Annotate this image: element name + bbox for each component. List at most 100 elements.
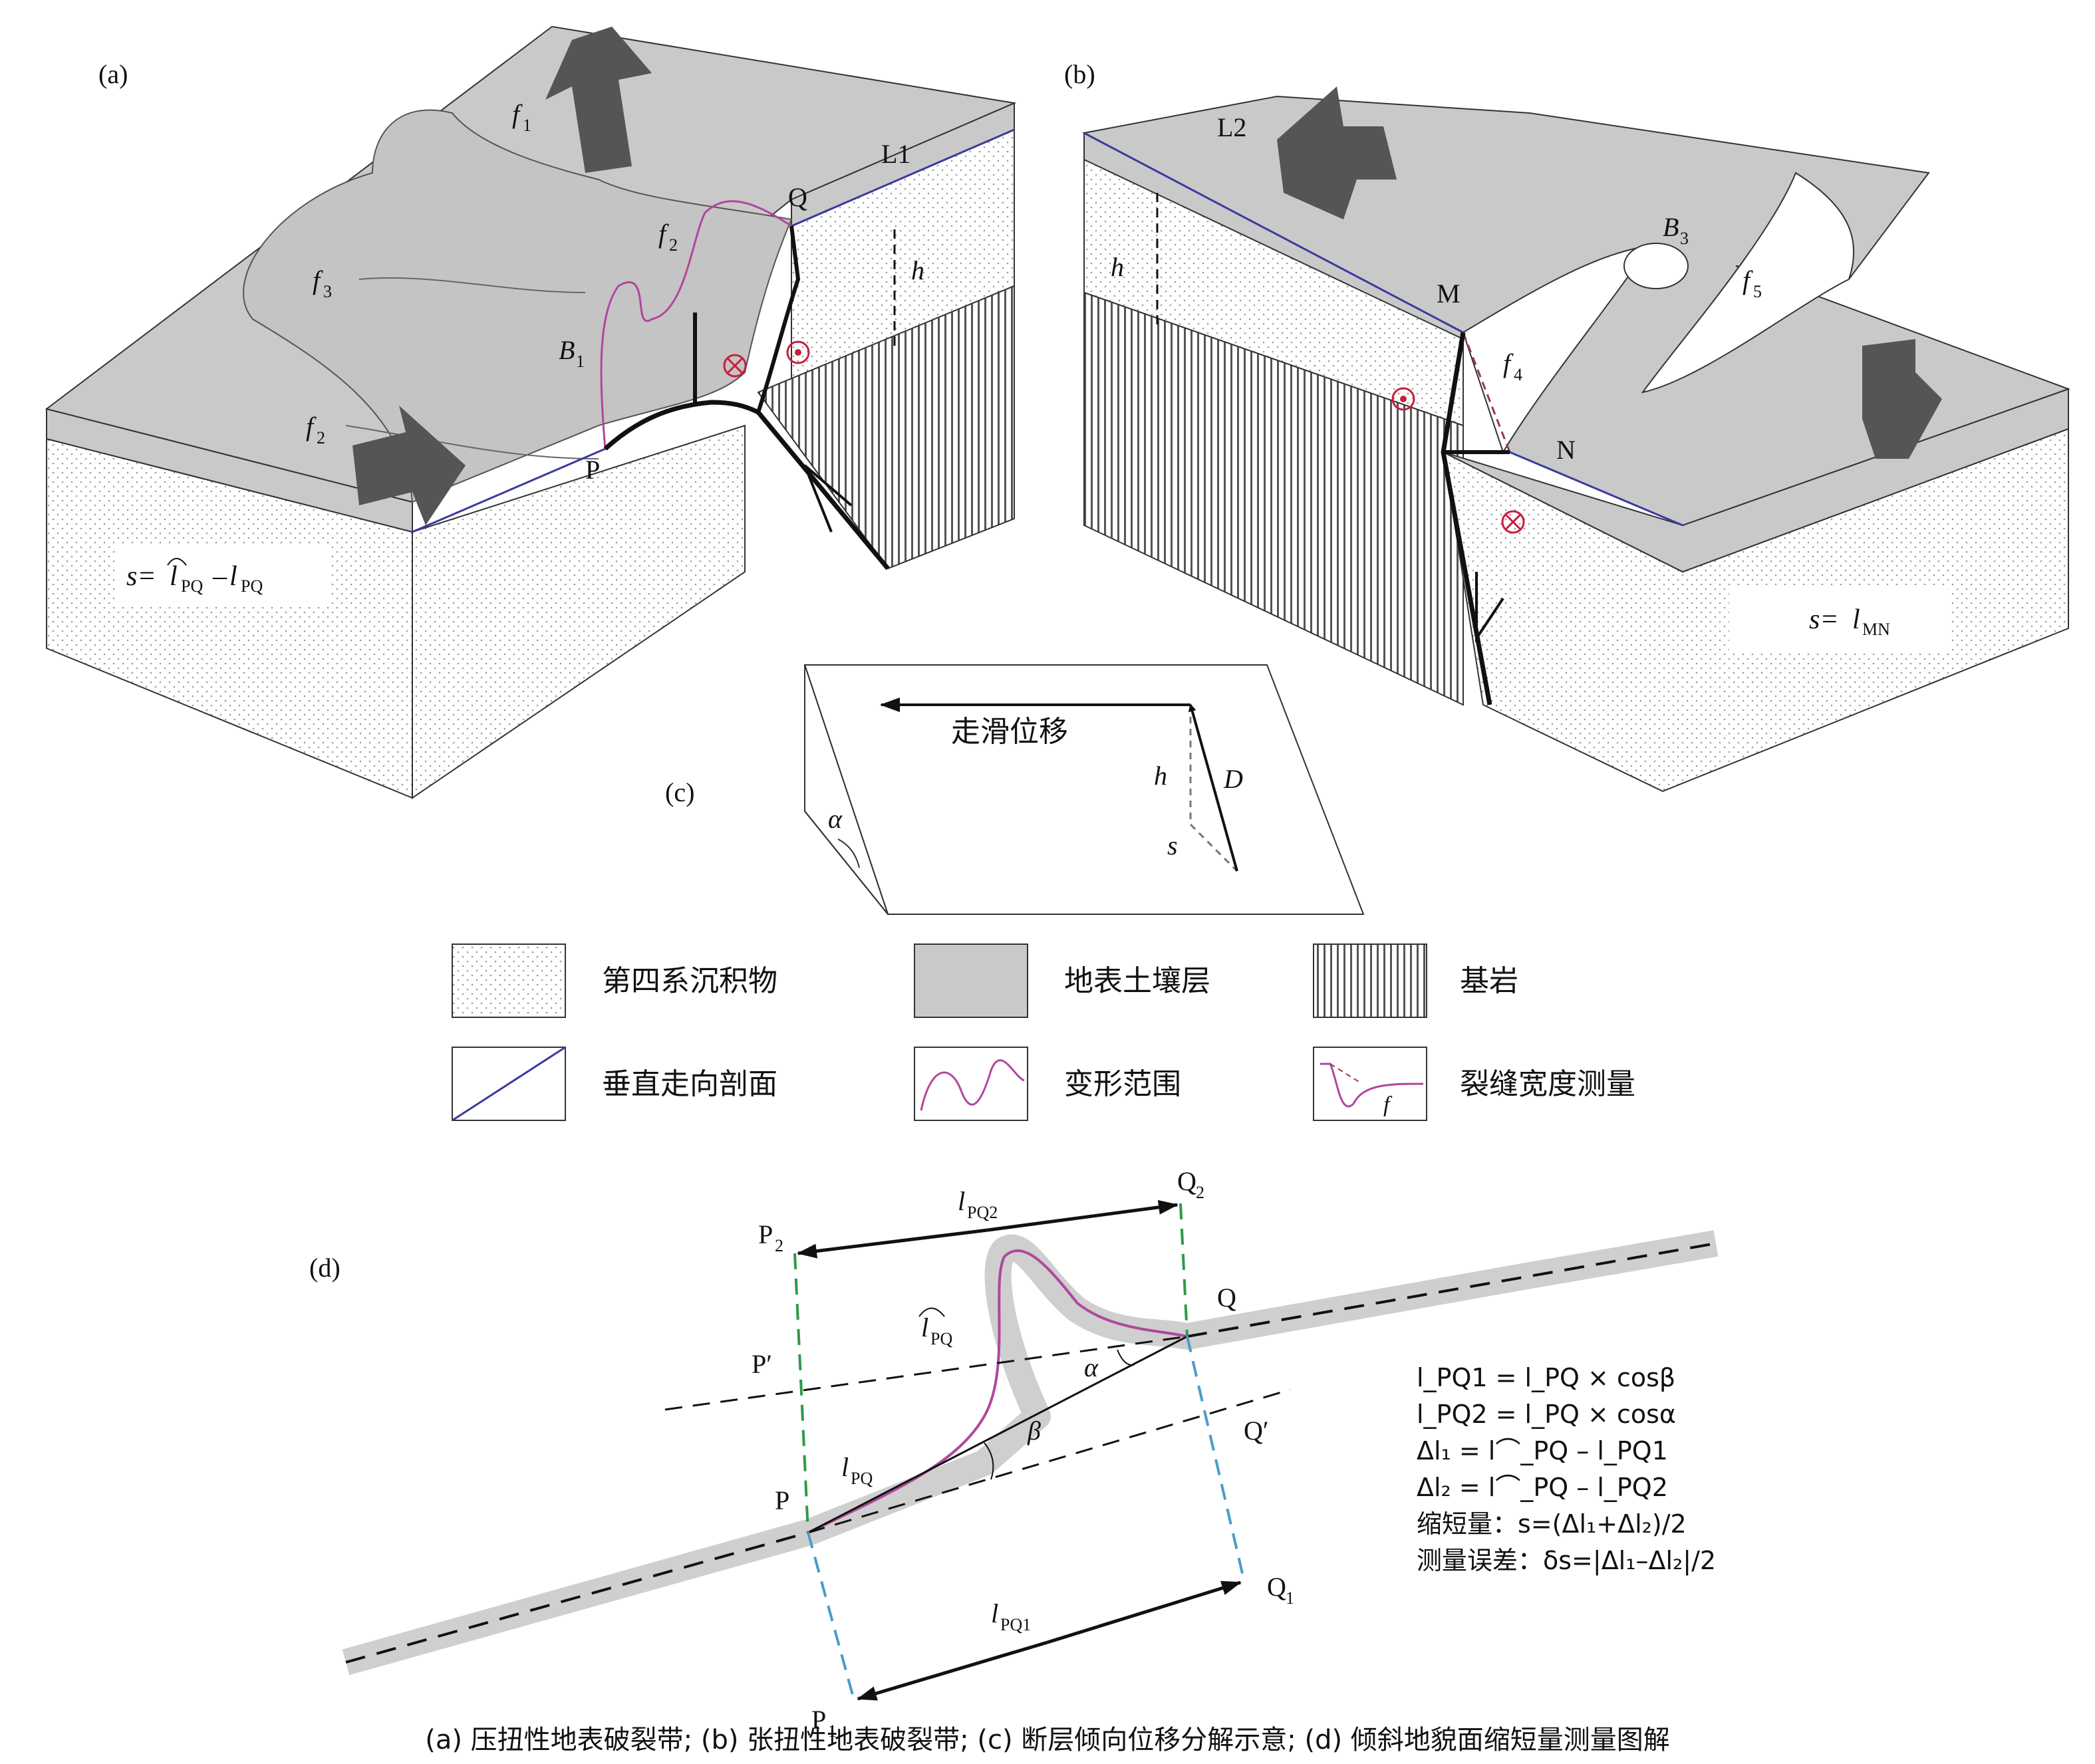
fold-trace-f3 [358, 277, 586, 293]
equation-list-d: l_PQ1 = l_PQ × cosβ l_PQ2 = l_PQ × cosα … [1417, 1363, 1716, 1576]
label-B1: B [559, 335, 575, 365]
into-page-marker-a [723, 354, 747, 378]
extension-arrow-b-left [1277, 86, 1397, 219]
panel-c-tag: (c) [665, 777, 694, 807]
formula-box-b [1729, 585, 1949, 652]
label-f1-sub: 1 [523, 116, 531, 135]
label-B3-sub: 3 [1680, 229, 1689, 248]
label-Qprime-d: Q′ [1244, 1416, 1269, 1446]
arrow-lPQ1-left [857, 1640, 1048, 1701]
label-Q1-sub-d: 1 [1286, 1588, 1294, 1608]
label-B3: B [1663, 212, 1679, 242]
bedrock-a [757, 285, 1015, 570]
wedge-edge-c [804, 811, 889, 915]
compression-arrow-a-top [545, 27, 652, 173]
panel-a-tag: (a) [98, 59, 128, 89]
crack-width-dash-b [1462, 332, 1511, 453]
soil-band-b-right [1443, 388, 2069, 573]
figure-caption: (a) 压扭性地表破裂带; (b) 张扭性地表破裂带; (c) 断层倾向位移分解… [425, 1725, 1670, 1755]
legend-item-bedrock: 基岩 [1313, 944, 1518, 1018]
slip-arrow-a [803, 464, 853, 533]
label-L2: L2 [1217, 112, 1246, 142]
formula-l-b: l [1852, 604, 1860, 635]
formula-l-sub-a: PQ [241, 576, 263, 596]
deformation-range-a [600, 200, 792, 449]
equation-6: 测量误差：δs=|Δl₁–Δl₂|/2 [1417, 1546, 1716, 1576]
formula-box-a [116, 545, 329, 605]
tension-crack-f5 [1641, 172, 1855, 394]
label-f2-upper-sub: 2 [669, 235, 678, 255]
label-lPQarc-sub-d: PQ [930, 1329, 952, 1348]
label-L1: L1 [881, 139, 910, 169]
slip-arrow-b [1475, 572, 1504, 643]
legend-item-crack: f 裂缝宽度测量 [1313, 1047, 1635, 1121]
label-Q-d: Q [1217, 1283, 1236, 1313]
formula-larc-sub-a: PQ [181, 576, 203, 596]
label-P1-sub-d: 1 [828, 1721, 837, 1741]
legend-label-sediment: 第四系沉积物 [602, 964, 777, 998]
label-alpha-c: α [828, 804, 843, 834]
label-f2-lower-sub: 2 [317, 428, 325, 447]
panel-d-tag: (d) [309, 1253, 341, 1283]
label-P2-sub-d: 2 [775, 1236, 783, 1255]
arc-symbol-d [918, 1307, 945, 1317]
bedrock-b [1083, 291, 1464, 706]
profile-line-b-right [1509, 451, 1683, 527]
panel-c: (c) 走滑位移 h D s α [665, 664, 1365, 915]
label-P1-d: P [811, 1705, 826, 1735]
formula-larc-a: l [170, 561, 178, 592]
label-Pprime-d: P′ [752, 1349, 772, 1379]
ref-line-lower-d [807, 1388, 1291, 1534]
legend-item-soil: 地表土壤层 [914, 944, 1210, 1018]
label-f4-sub: 4 [1514, 365, 1522, 384]
formula-l-a: l [229, 561, 237, 592]
terrain-band-d [342, 1230, 1719, 1676]
arrow-lPQ2-right [987, 1199, 1179, 1232]
alpha-arc-d [1117, 1349, 1135, 1366]
formula-s-b: s= [1809, 604, 1839, 635]
label-h-a: h [911, 255, 924, 285]
label-N: N [1556, 435, 1576, 465]
alpha-arc-c [837, 838, 860, 868]
label-h-b: h [1111, 252, 1124, 282]
label-lPQ-d: l [841, 1452, 849, 1482]
panel-a: s= l PQ – l PQ (a) L1 Q P h B 1 f 1 f 2 … [45, 25, 1017, 799]
legend-item-profile: 垂直走向剖面 [452, 1046, 777, 1122]
legend: 第四系沉积物 地表土壤层 基岩 垂直走向剖面 变形范围 f 裂缝宽度测量 [452, 944, 1635, 1122]
label-lPQ2-d: l [958, 1186, 965, 1216]
D-vector-c [1188, 703, 1238, 872]
equation-1: l_PQ1 = l_PQ × cosβ [1417, 1363, 1675, 1392]
block-a-right-face-sediment [412, 424, 746, 799]
formula-s-a: s= [126, 561, 156, 592]
fault-branch-a2 [756, 225, 801, 413]
label-lPQarc-d: l [921, 1313, 928, 1342]
legend-label-bedrock: 基岩 [1460, 964, 1518, 998]
profile-line-a-right [791, 128, 1015, 227]
profile-line-a-left [412, 447, 606, 533]
panel-b-tag: (b) [1064, 59, 1095, 89]
legend-label-soil: 地表土壤层 [1064, 964, 1210, 998]
label-P-a: P [585, 455, 600, 485]
extension-arrow-b-right [1862, 339, 1942, 459]
equation-3: Δl₁ = l⌒_PQ – l_PQ1 [1417, 1436, 1668, 1465]
surface-trend-d [345, 1242, 1717, 1664]
arrow-lPQ1-right [1047, 1580, 1242, 1644]
label-Q-a: Q [788, 182, 807, 212]
equation-5: 缩短量：s=(Δl₁+Δl₂)/2 [1417, 1509, 1687, 1539]
label-D-c: D [1223, 764, 1243, 794]
label-B1-sub: 1 [576, 352, 585, 371]
label-M: M [1437, 279, 1461, 309]
legend-label-deformation: 变形范围 [1064, 1067, 1181, 1101]
legend-label-profile: 垂直走向剖面 [602, 1067, 777, 1101]
fault-plane-c [803, 664, 1365, 915]
formula-minus-a: – [212, 561, 227, 592]
out-of-page-marker-a [786, 340, 810, 364]
label-P2-d: P [758, 1219, 773, 1249]
proj-line-Q2-d [1179, 1203, 1188, 1337]
label-f3-sub: 3 [323, 282, 332, 301]
label-beta-d: β [1027, 1416, 1041, 1446]
legend-label-crack: 裂缝宽度测量 [1460, 1067, 1635, 1101]
proj-line-Q1-d [1186, 1336, 1245, 1580]
fold-ridge-a [243, 109, 793, 503]
label-h-c: h [1154, 761, 1167, 791]
